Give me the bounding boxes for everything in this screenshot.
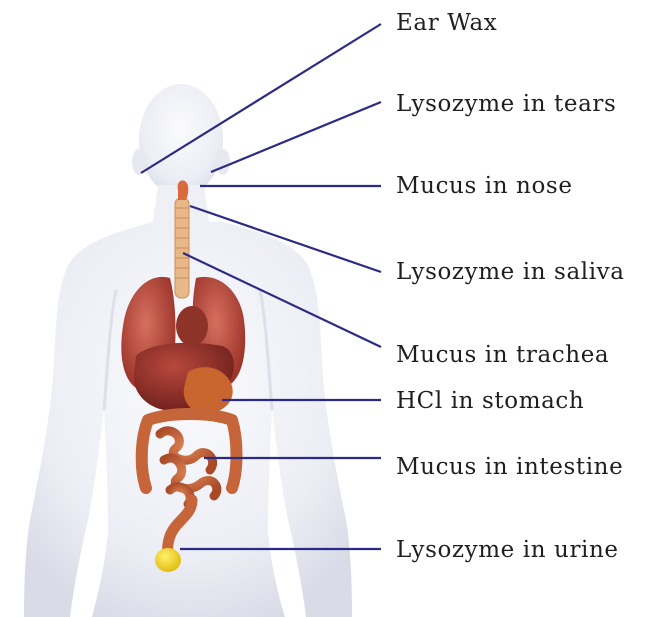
heart — [176, 306, 208, 346]
callout-labels: Ear Wax Lysozyme in tears Mucus in nose … — [396, 10, 625, 563]
label-lysozyme-saliva: Lysozyme in saliva — [396, 259, 625, 285]
label-hcl-stomach: HCl in stomach — [396, 388, 584, 414]
label-mucus-intestine: Mucus in intestine — [396, 454, 623, 480]
bladder — [155, 548, 181, 572]
pharynx — [178, 180, 189, 200]
right-ear — [216, 149, 230, 175]
label-lysozyme-urine: Lysozyme in urine — [396, 537, 619, 563]
label-lysozyme-tears: Lysozyme in tears — [396, 91, 616, 117]
label-mucus-nose: Mucus in nose — [396, 173, 573, 199]
head — [139, 84, 223, 196]
label-mucus-trachea: Mucus in trachea — [396, 342, 609, 368]
label-ear-wax: Ear Wax — [396, 10, 497, 36]
